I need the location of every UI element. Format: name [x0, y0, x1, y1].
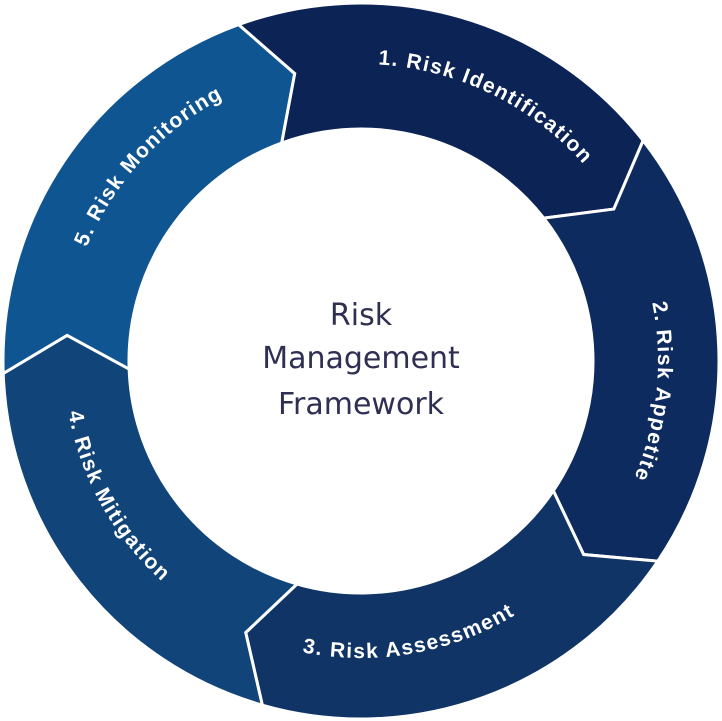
segment-risk-identification	[235, 1, 645, 220]
center-title: Risk Management Framework	[262, 298, 460, 422]
center-title-line-1: Risk	[330, 298, 393, 333]
center-title-line-2: Management	[262, 341, 460, 376]
center-title-line-3: Framework	[278, 387, 445, 422]
segment-risk-monitoring	[1, 22, 297, 377]
